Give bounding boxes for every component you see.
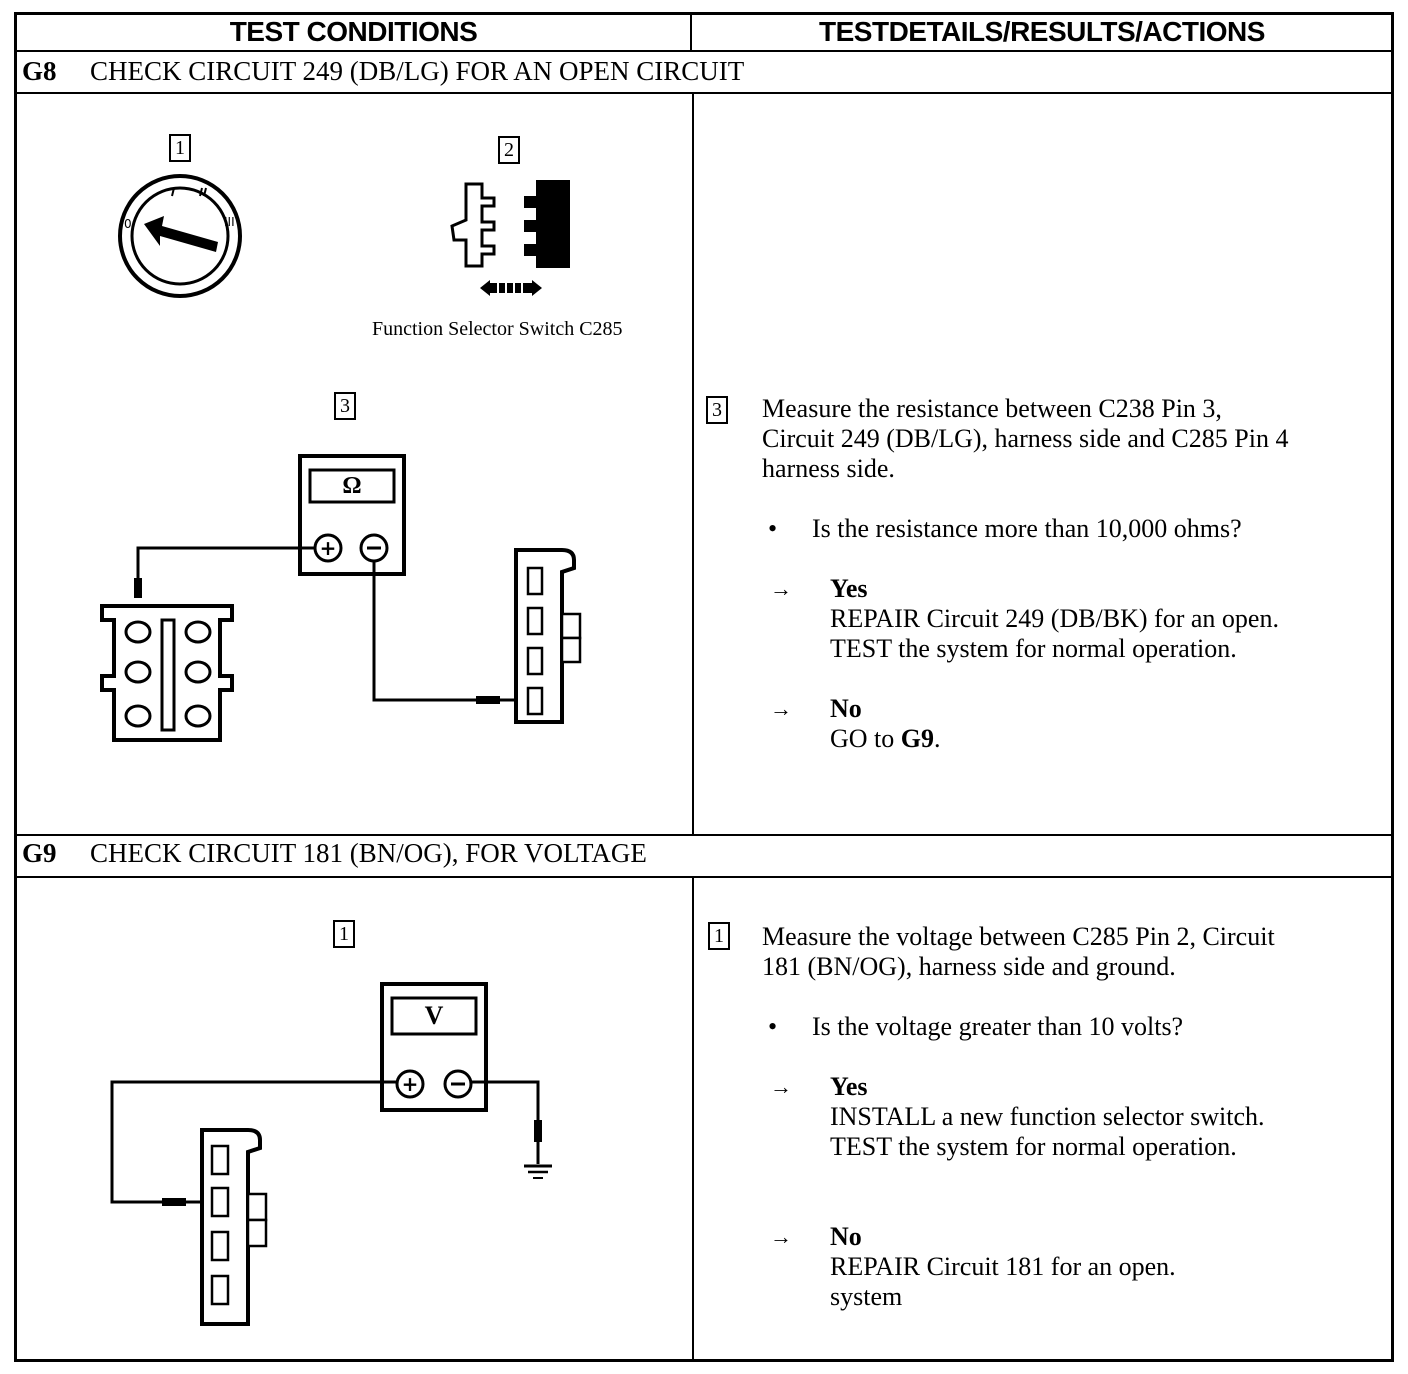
g8-question-bullet: • <box>768 514 778 543</box>
g8-step-instruction: Measure the resistance between C238 Pin … <box>762 394 1288 484</box>
g8-no-label: No <box>830 694 862 723</box>
g8-yes-label: Yes <box>830 574 868 603</box>
g9-title-divider <box>14 876 1394 878</box>
g9-yes-answer: Yes INSTALL a new function selector swit… <box>830 1072 1265 1162</box>
header-test-details: TESTDETAILS/RESULTS/ACTIONS <box>819 16 1265 47</box>
g9-step-instruction: Measure the voltage between C285 Pin 2, … <box>762 922 1275 982</box>
g8-no-line: GO to G9. <box>830 724 941 754</box>
g9-yes-line-2: TEST the system for normal operation. <box>830 1132 1237 1161</box>
g8-diagram-box-1: 1 <box>169 134 191 162</box>
g9-diagram-box-1: 1 <box>333 920 355 948</box>
g9-column-divider <box>692 876 694 1362</box>
g9-step-line-1: Measure the voltage between C285 Pin 2, … <box>762 922 1275 951</box>
g9-section-title: G9 CHECK CIRCUIT 181 (BN/OG), FOR VOLTAGE <box>22 838 647 869</box>
svg-text:0: 0 <box>124 217 132 231</box>
g8-code: G8 <box>22 56 57 86</box>
g8-step-line-1: Measure the resistance between C238 Pin … <box>762 394 1222 423</box>
g8-step-line-3: harness side. <box>762 454 895 483</box>
g9-question-bullet: • <box>768 1012 778 1041</box>
ground-icon <box>524 1164 552 1179</box>
g8-bottom-divider <box>14 834 1394 836</box>
g9-no-line-1: REPAIR Circuit 181 for an open. <box>830 1252 1176 1281</box>
g8-no-arrow-icon: → <box>770 696 792 721</box>
g8-step-line-2: Circuit 249 (DB/LG), harness side and C2… <box>762 424 1289 453</box>
g8-diagram-box-3: 3 <box>334 392 356 420</box>
header-column-divider <box>690 12 692 52</box>
four-pin-harness-connector-icon <box>514 548 582 724</box>
g8-yes-answer: Yes REPAIR Circuit 249 (DB/BK) for an op… <box>830 574 1279 664</box>
header-divider <box>14 50 1394 52</box>
header-test-conditions: TEST CONDITIONS <box>229 16 478 47</box>
g9-title-text: CHECK CIRCUIT 181 (BN/OG), FOR VOLTAGE <box>90 838 647 868</box>
g8-column-divider <box>692 92 694 836</box>
g8-no-suffix: . <box>934 724 941 753</box>
g9-four-pin-harness-connector-icon <box>200 1128 268 1326</box>
g8-no-target-link[interactable]: G9 <box>900 724 935 753</box>
svg-text:+: + <box>320 536 337 560</box>
g8-yes-line-2: TEST the system for normal operation. <box>830 634 1237 663</box>
test-table-frame <box>14 12 1394 1362</box>
g9-no-arrow-icon: → <box>770 1224 792 1249</box>
function-selector-switch-caption: Function Selector Switch C285 <box>372 318 623 340</box>
six-pin-connector-icon <box>100 604 234 742</box>
svg-text:+: + <box>402 1072 419 1096</box>
g9-yes-arrow-icon: → <box>770 1074 792 1099</box>
ignition-switch-icon: III 0 <box>118 174 242 298</box>
g9-yes-line-1: INSTALL a new function selector switch. <box>830 1102 1265 1131</box>
g8-no-answer: No GO to G9. <box>830 694 941 754</box>
g8-no-prefix: GO to <box>830 724 901 753</box>
g9-question: Is the voltage greater than 10 volts? <box>812 1012 1184 1041</box>
g9-step-box: 1 <box>708 922 730 950</box>
g9-step-line-2: 181 (BN/OG), harness side and ground. <box>762 952 1176 981</box>
g8-title-text: CHECK CIRCUIT 249 (DB/LG) FOR AN OPEN CI… <box>90 56 745 86</box>
function-selector-connector-icon <box>450 180 570 296</box>
g9-code: G9 <box>22 838 57 868</box>
ohmmeter-symbol: Ω <box>342 472 362 499</box>
g8-ohmmeter-diagram: + <box>100 454 582 742</box>
svg-text:III: III <box>224 215 235 229</box>
g8-yes-arrow-icon: → <box>770 576 792 601</box>
voltmeter-symbol: V <box>424 1001 444 1030</box>
g8-yes-line-1: REPAIR Circuit 249 (DB/BK) for an open. <box>830 604 1279 633</box>
g8-step-box: 3 <box>706 396 728 424</box>
g8-question: Is the resistance more than 10,000 ohms? <box>812 514 1242 543</box>
g8-section-title: G8 CHECK CIRCUIT 249 (DB/LG) FOR AN OPEN … <box>22 56 744 87</box>
voltmeter-icon: + <box>380 982 488 1112</box>
g9-voltmeter-diagram: + <box>110 982 552 1326</box>
g8-diagram-box-2: 2 <box>498 136 520 164</box>
g9-no-line-2: system <box>830 1282 903 1311</box>
g9-yes-label: Yes <box>830 1072 868 1101</box>
ohmmeter-icon: + <box>298 454 406 576</box>
g9-no-answer: No REPAIR Circuit 181 for an open. syste… <box>830 1222 1176 1312</box>
g9-no-label: No <box>830 1222 862 1251</box>
g8-title-divider <box>14 92 1394 94</box>
